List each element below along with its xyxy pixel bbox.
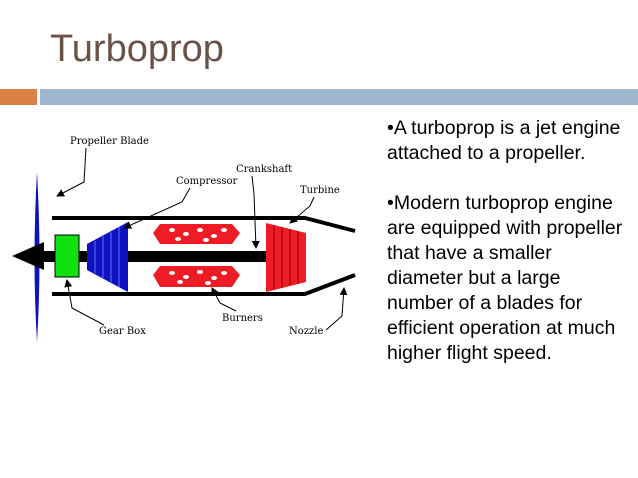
label-burners: Burners xyxy=(222,313,263,324)
gear-box xyxy=(54,234,80,278)
label-crankshaft: Crankshaft xyxy=(236,164,292,175)
leader-compressor xyxy=(123,187,191,229)
leader-crankshaft xyxy=(251,175,260,249)
label-turbine: Turbine xyxy=(300,185,340,196)
bullet-2: •Modern turboprop engine are equipped wi… xyxy=(387,192,623,364)
casing-top xyxy=(52,216,356,233)
turboprop-diagram: Propeller Blade Compressor Crankshaft Tu… xyxy=(12,136,356,342)
slide-title: Turboprop xyxy=(50,28,224,70)
accent-bar-blue xyxy=(40,89,638,105)
compressor xyxy=(87,222,128,292)
leader-turbine xyxy=(289,196,315,224)
bullet-text: •A turboprop is a jet engine attached to… xyxy=(387,116,627,391)
propeller-spinner xyxy=(12,242,44,270)
leader-burners xyxy=(211,287,237,312)
label-gear-box: Gear Box xyxy=(99,326,146,337)
main-shaft xyxy=(42,251,270,262)
casing-bottom xyxy=(52,273,356,296)
label-propeller-blade: Propeller Blade xyxy=(70,136,149,147)
burner-bottom xyxy=(153,266,240,287)
leader-propeller-blade xyxy=(56,147,87,197)
turbine xyxy=(266,223,306,292)
bullet-1: •A turboprop is a jet engine attached to… xyxy=(387,117,621,164)
accent-bar-orange xyxy=(0,89,37,105)
label-nozzle: Nozzle xyxy=(289,326,324,337)
burner-top xyxy=(153,224,240,244)
label-compressor: Compressor xyxy=(176,176,238,187)
leader-nozzle xyxy=(325,287,348,331)
leader-gear-box xyxy=(64,279,105,326)
